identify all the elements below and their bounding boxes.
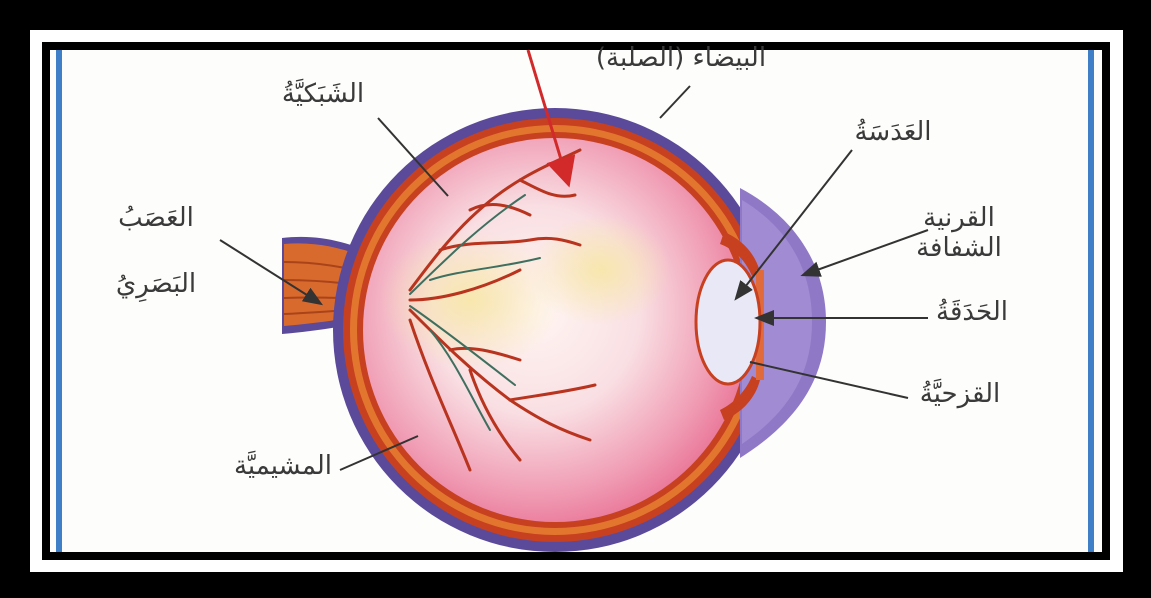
label-sclera: البيضاء (الصلبة) bbox=[566, 44, 796, 74]
label-retina: الشَبَكيَّةُ bbox=[268, 80, 378, 110]
label-choroid: المشيميَّة bbox=[222, 452, 344, 482]
label-cornea: القرنية الشفافة bbox=[904, 204, 1014, 264]
label-optic-nerve-line2: البَصَرِيُ bbox=[96, 270, 216, 300]
right-blue-border bbox=[1088, 50, 1094, 552]
label-pupil: الحَدَقَةُ bbox=[922, 298, 1022, 328]
label-lens: العَدَسَةُ bbox=[838, 118, 948, 148]
label-optic-nerve-line1: العَصَبُ bbox=[96, 204, 216, 234]
label-iris: القزحيَّةُ bbox=[904, 380, 1016, 410]
left-blue-border bbox=[56, 50, 62, 552]
